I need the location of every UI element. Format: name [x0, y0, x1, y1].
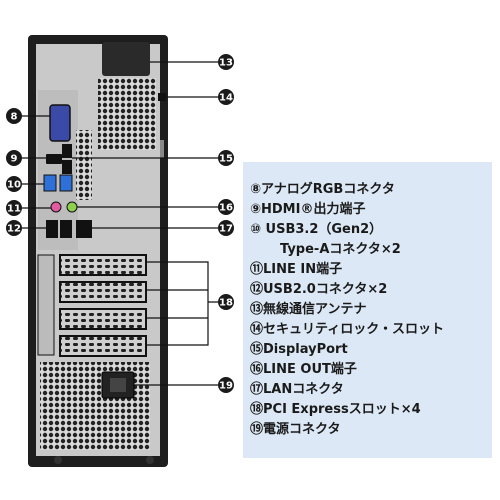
case-latch	[160, 140, 164, 158]
pci-slot-1	[59, 254, 147, 276]
legend-item: Type-Aコネクタ×2	[280, 242, 401, 257]
line-out-jack	[66, 201, 78, 213]
hdmi-port	[46, 154, 62, 164]
svg-text:11: 11	[7, 204, 21, 215]
pci-slot-2	[59, 281, 147, 303]
pci-slot-4	[59, 335, 147, 357]
displayport-2	[62, 160, 72, 174]
legend-item: ⑩ USB3.2（Gen2）	[250, 222, 383, 237]
svg-text:14: 14	[219, 93, 233, 104]
legend-item: ⑭セキュリティロック・スロット	[250, 322, 444, 337]
side-vent	[76, 130, 92, 200]
legend-item: ⑱PCI Expressスロット×4	[250, 402, 421, 417]
usb2-port-1	[46, 220, 58, 238]
legend-item: ⑧アナログRGBコネクタ	[250, 182, 395, 197]
foot-right	[146, 456, 154, 464]
svg-text:16: 16	[219, 203, 233, 214]
marker-14: 14	[218, 89, 234, 105]
legend-list: ⑧アナログRGBコネクタ ⑨HDMI®出力端子 ⑩ USB3.2（Gen2） Type…	[250, 180, 444, 440]
line-in-jack	[50, 201, 62, 213]
marker-8: 8	[6, 108, 22, 124]
antenna-cover	[102, 42, 150, 76]
legend-panel	[243, 162, 492, 458]
top-vent	[98, 78, 156, 150]
marker-15: 15	[218, 150, 234, 166]
security-lock-slot	[158, 93, 166, 101]
legend-item: ⑯LINE OUT端子	[250, 362, 357, 377]
svg-text:12: 12	[7, 224, 21, 235]
svg-text:18: 18	[219, 298, 233, 309]
displayport-1	[62, 144, 72, 158]
marker-18: 18	[218, 294, 234, 310]
marker-13: 13	[218, 54, 234, 70]
legend-item: ⑲電源コネクタ	[250, 422, 341, 437]
marker-17: 17	[218, 220, 234, 236]
legend-item: ⑫USB2.0コネクタ×2	[250, 282, 388, 297]
svg-text:8: 8	[11, 112, 18, 123]
marker-12: 12	[6, 220, 22, 236]
pci-slot-3	[59, 308, 147, 330]
marker-9: 9	[6, 150, 22, 166]
svg-text:17: 17	[219, 224, 233, 235]
leader-bracket-18	[146, 261, 218, 346]
lan-port	[76, 220, 92, 238]
svg-text:13: 13	[219, 58, 233, 69]
pci-bracket	[37, 254, 55, 356]
power-connector-inner	[110, 378, 126, 392]
legend-item: ⑪LINE IN端子	[250, 262, 343, 277]
marker-11: 11	[6, 200, 22, 216]
svg-text:9: 9	[11, 154, 18, 165]
usb3-port-2	[59, 174, 73, 192]
legend-item: ⑬無線通信アンテナ	[250, 302, 367, 317]
marker-10: 10	[6, 176, 22, 192]
marker-16: 16	[218, 199, 234, 215]
svg-text:19: 19	[219, 381, 233, 392]
usb3-port-1	[43, 174, 57, 192]
usb2-port-2	[60, 220, 72, 238]
svg-text:15: 15	[219, 154, 233, 165]
foot-left	[54, 456, 62, 464]
marker-19: 19	[218, 377, 234, 393]
vga-port	[49, 104, 71, 142]
legend-item: ⑨HDMI®出力端子	[250, 202, 366, 217]
legend-item: ⑮DisplayPort	[250, 342, 348, 357]
legend-item: ⑰LANコネクタ	[250, 382, 344, 397]
svg-text:10: 10	[7, 180, 21, 191]
